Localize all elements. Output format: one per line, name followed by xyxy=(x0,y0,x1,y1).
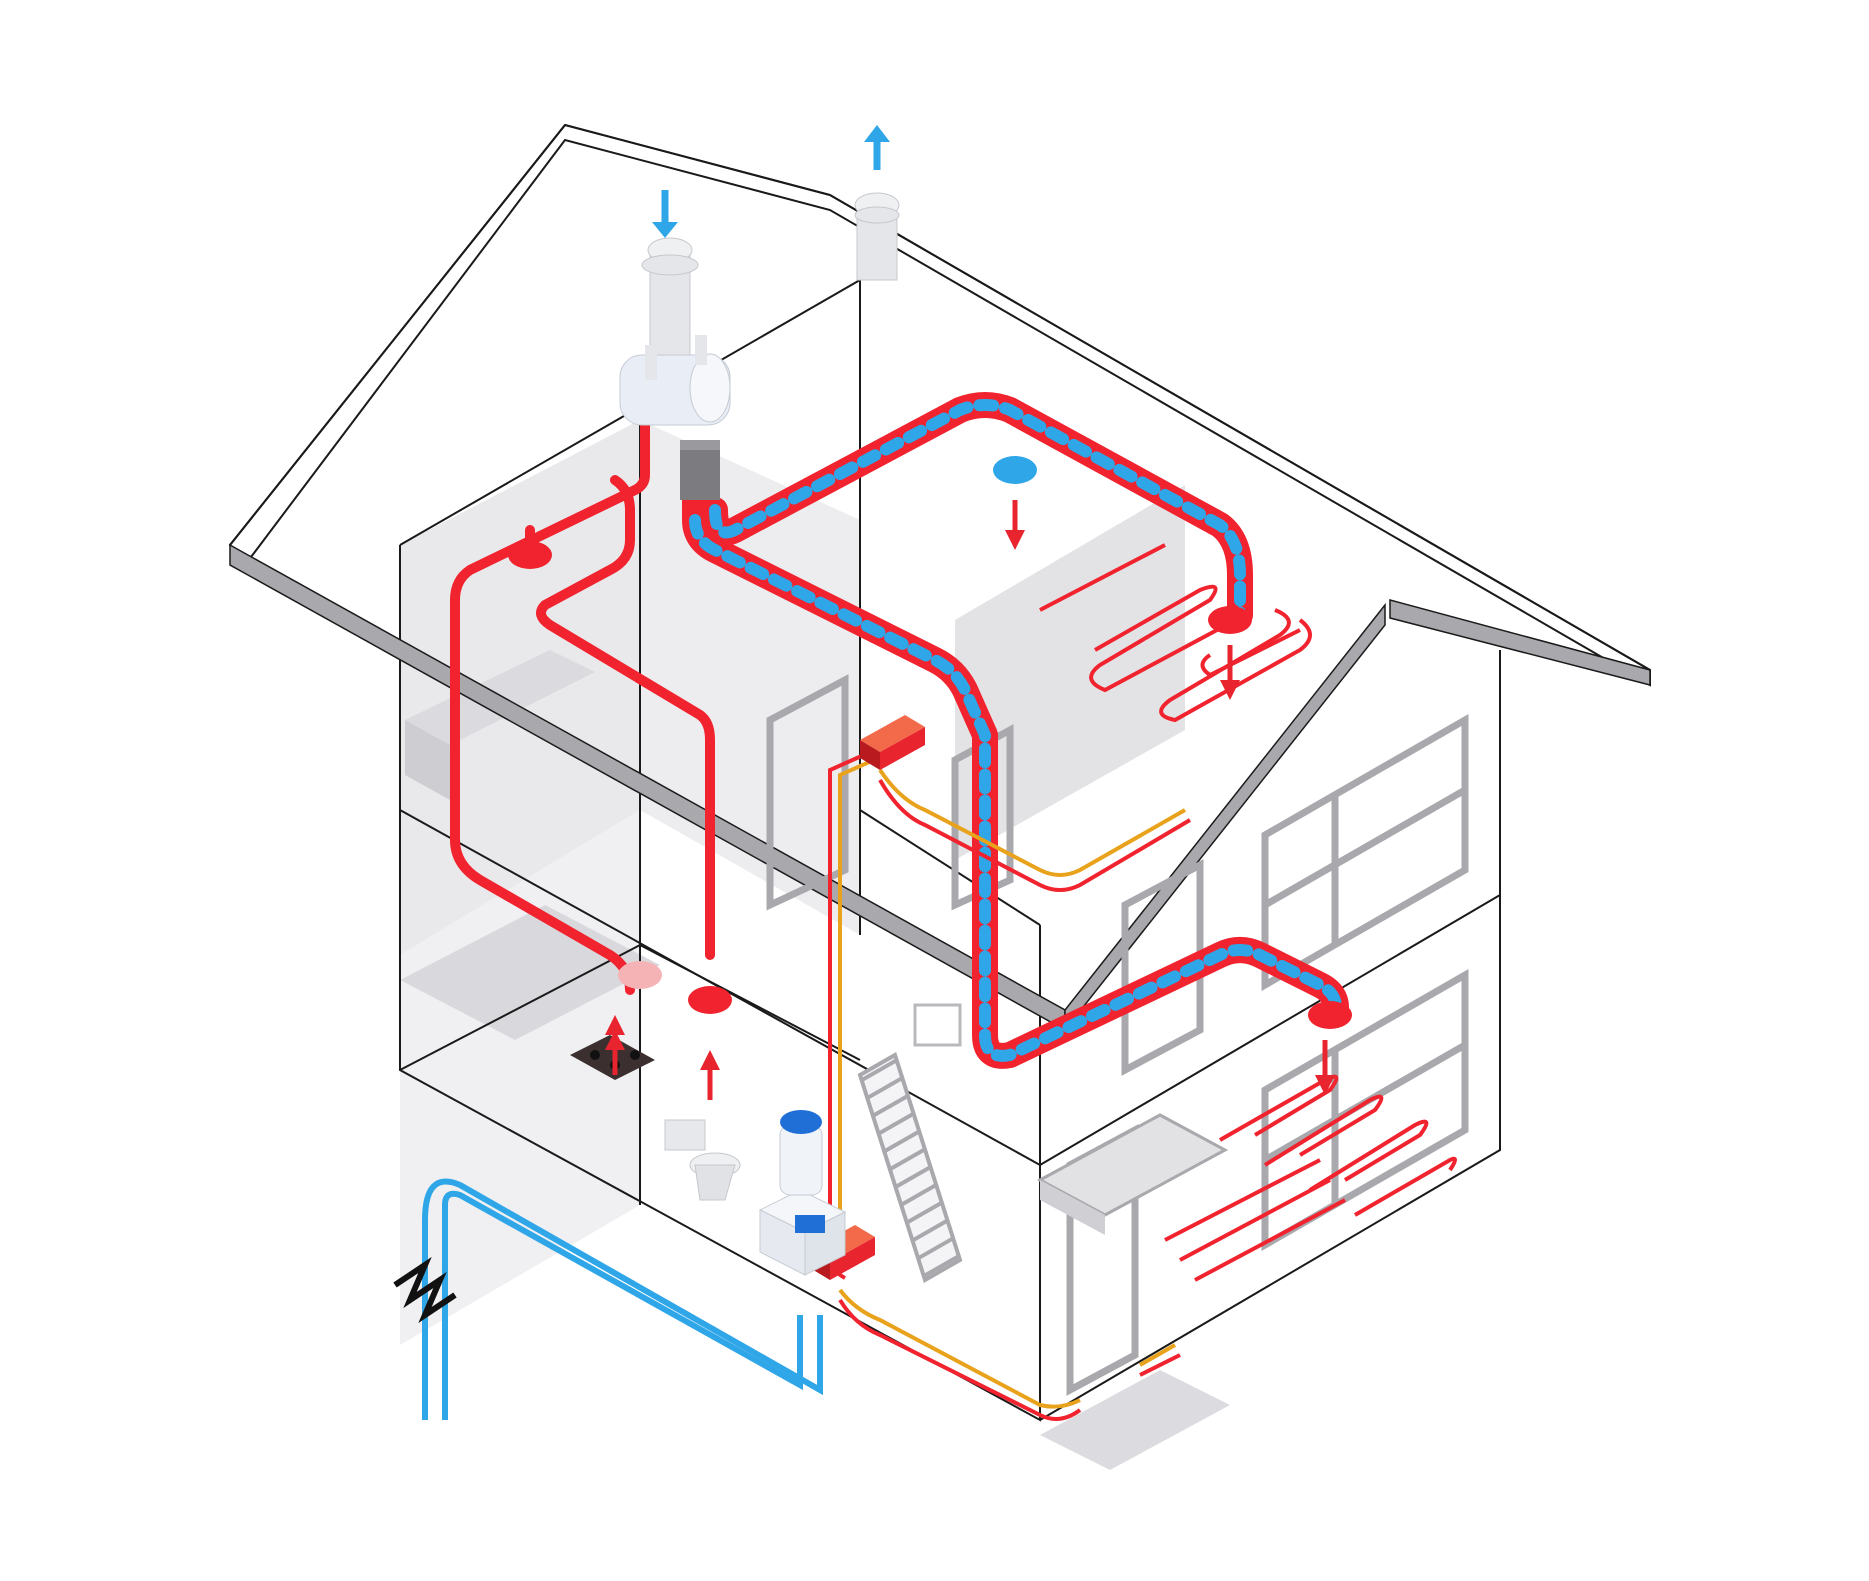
stair-step xyxy=(923,1254,960,1278)
diffuser xyxy=(508,541,552,569)
water-heater-icon xyxy=(758,1110,847,1276)
ground-loop xyxy=(422,1178,823,1420)
diffuser xyxy=(993,456,1037,484)
stove-icon xyxy=(570,1030,655,1080)
stair-step xyxy=(894,1165,932,1189)
stair-step xyxy=(866,1076,904,1100)
stair-step xyxy=(872,1093,910,1118)
roof xyxy=(228,123,1651,1033)
stair-step xyxy=(877,1111,915,1136)
toilet-icon xyxy=(664,1119,741,1201)
diffuser xyxy=(1208,606,1252,634)
ventilation-ducts xyxy=(682,392,1349,1069)
staircase-icon xyxy=(857,1003,963,1283)
windows xyxy=(766,674,1469,1396)
ventilation-unit-icon xyxy=(619,237,731,500)
stair-step xyxy=(911,1218,949,1243)
stair-step xyxy=(883,1129,921,1154)
ground-symbol-icon xyxy=(393,1256,457,1324)
floor-heating xyxy=(1039,543,1457,1282)
porch xyxy=(1036,1113,1230,1470)
diffuser xyxy=(1308,1001,1352,1029)
exhaust-vent-icon xyxy=(854,125,900,281)
stair-step xyxy=(861,1058,898,1082)
stair-step xyxy=(906,1200,944,1225)
diffuser xyxy=(688,986,732,1014)
stair-step xyxy=(900,1182,938,1207)
intake-vent-icon xyxy=(652,190,678,238)
diffuser xyxy=(618,961,662,989)
stair-step xyxy=(917,1236,955,1260)
air-diffuser-icon xyxy=(508,456,1352,1029)
stair-step xyxy=(889,1147,927,1171)
